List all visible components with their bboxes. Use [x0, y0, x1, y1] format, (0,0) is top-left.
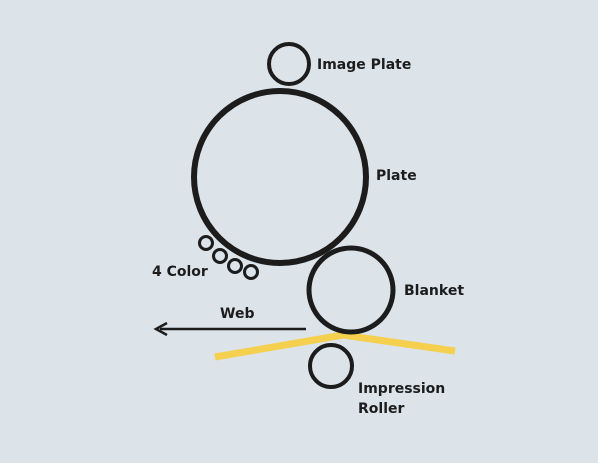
blanket-cylinder [306, 245, 396, 335]
image-plate-cylinder [267, 42, 311, 86]
impression-roller-label-line1: Impression [358, 381, 445, 397]
four-color-label: 4 Color [152, 264, 208, 280]
impression-roller [308, 343, 354, 389]
plate-cylinder [191, 88, 369, 266]
plate-label: Plate [376, 168, 417, 184]
impression-roller-label-line2: Roller [358, 401, 404, 417]
ink-roller-3 [227, 258, 243, 274]
paper-web-strip [214, 331, 456, 361]
ink-roller-4 [243, 264, 259, 280]
ink-roller-1 [198, 235, 214, 251]
image-plate-label: Image Plate [317, 57, 411, 73]
web-label: Web [220, 306, 254, 322]
ink-rollers [198, 235, 259, 280]
blanket-label: Blanket [404, 283, 464, 299]
web-direction-arrow [153, 321, 306, 337]
ink-roller-2 [212, 248, 228, 264]
